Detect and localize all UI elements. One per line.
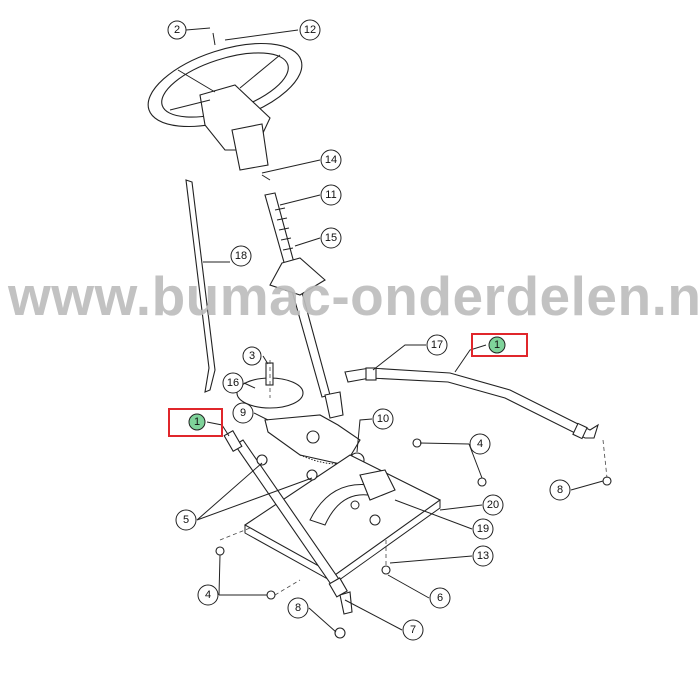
svg-text:6: 6 [437,592,443,604]
hardware [215,438,487,600]
svg-text:3: 3 [249,350,255,362]
svg-text:10: 10 [377,413,389,425]
svg-text:19: 19 [477,523,489,535]
svg-text:18: 18 [235,250,247,262]
callout-18: 18 [230,245,252,267]
callout-16: 16 [222,372,244,394]
callout-7: 7 [402,619,424,641]
svg-text:1: 1 [494,339,500,351]
steering-wheel [147,32,303,171]
callout-8-right: 8 [549,479,571,501]
highlight-box-left [168,408,223,437]
disc-part [236,360,304,409]
callout-11: 11 [320,184,342,206]
callout-20: 20 [482,494,504,516]
svg-text:16: 16 [227,377,239,389]
svg-text:14: 14 [325,154,337,166]
callout-5: 5 [175,509,197,531]
drag-link-right [344,367,612,486]
callout-2: 2 [167,20,187,40]
callout-10: 10 [372,408,394,430]
callout-8-lower: 8 [287,597,309,619]
callout-1-right[interactable]: 1 [488,336,506,354]
callout-14: 14 [320,149,342,171]
callout-9: 9 [232,402,254,424]
svg-text:8: 8 [295,602,301,614]
svg-text:9: 9 [240,407,246,419]
svg-text:12: 12 [304,24,316,36]
svg-text:4: 4 [477,438,483,450]
callout-19: 19 [472,518,494,540]
svg-text:17: 17 [431,339,443,351]
callout-15: 15 [320,227,342,249]
rod-part [185,179,216,393]
callout-4-upper: 4 [469,433,491,455]
svg-text:8: 8 [557,484,563,496]
svg-text:7: 7 [410,624,416,636]
mounting-plate [243,454,442,584]
callout-13: 13 [472,545,494,567]
svg-text:5: 5 [183,514,189,526]
svg-text:20: 20 [487,499,499,511]
drag-link-left [223,429,353,639]
callout-6: 6 [429,587,451,609]
svg-text:1: 1 [194,416,200,428]
svg-text:11: 11 [325,189,336,201]
svg-text:4: 4 [205,589,211,601]
callout-12: 12 [299,19,321,41]
callout-1-left[interactable]: 1 [188,413,206,431]
callout-4-lower: 4 [197,584,219,606]
svg-text:13: 13 [477,550,489,562]
svg-text:2: 2 [174,24,180,36]
watermark: www.bumac-onderdelen.nl [8,265,700,327]
svg-text:15: 15 [325,232,337,244]
leader-lines [185,27,604,633]
callout-17: 17 [426,334,448,356]
callout-3: 3 [242,346,262,366]
steering-column [261,174,344,419]
highlight-box-right [471,333,528,357]
